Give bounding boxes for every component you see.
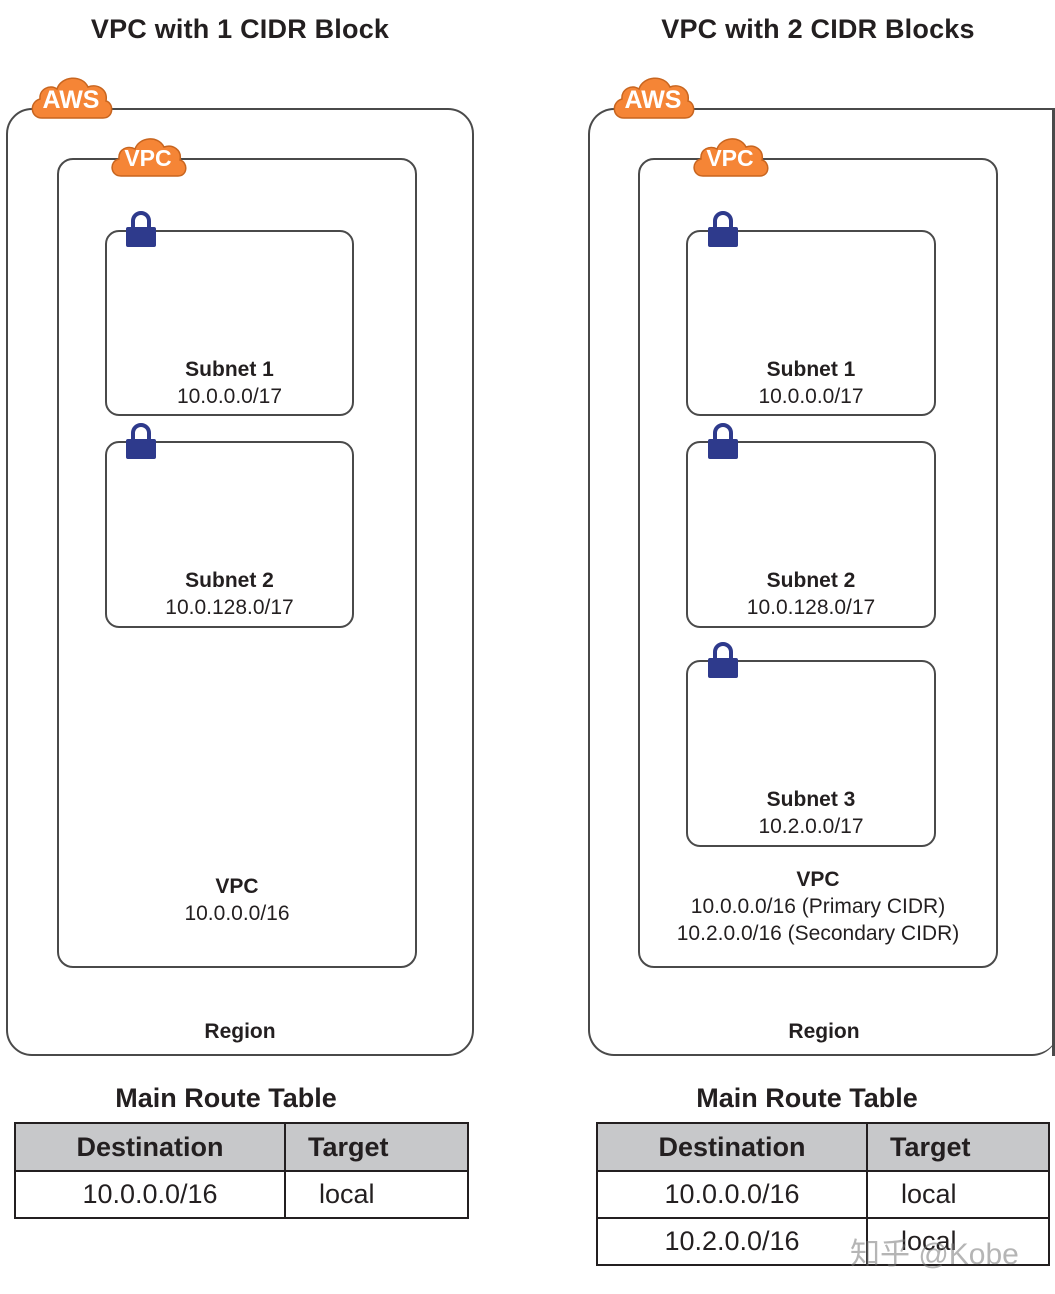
right-vpc-label: VPC — [796, 868, 840, 891]
lock-icon — [708, 642, 738, 678]
column-header: Target — [866, 1122, 1050, 1172]
subnet-cidr: 10.0.0.0/17 — [758, 385, 864, 408]
destination-cell: 10.0.0.0/16 — [14, 1170, 286, 1219]
right-route-table-title: Main Route Table — [696, 1083, 918, 1113]
right-subnet-2: Subnet 2 10.0.128.0/17 — [686, 441, 936, 628]
column-header: Target — [284, 1122, 469, 1172]
left-vpc-cidr: 10.0.0.0/16 — [184, 902, 290, 925]
vpc-badge-label: VPC — [706, 145, 754, 171]
destination-cell: 10.2.0.0/16 — [596, 1217, 868, 1266]
right-region-edge — [1052, 108, 1055, 1056]
subnet-cidr: 10.0.0.0/17 — [176, 385, 283, 408]
cloud-icon — [111, 138, 187, 177]
destination-cell: 10.0.0.0/16 — [596, 1170, 868, 1219]
table-row: 10.2.0.0/16 local — [596, 1217, 1050, 1266]
aws-cloud-badge: AWS — [28, 68, 114, 124]
right-subnet-3: Subnet 3 10.2.0.0/17 — [686, 660, 936, 847]
lock-icon — [708, 423, 738, 459]
subnet-name: Subnet 1 — [185, 358, 274, 381]
right-route-table: Destination Target 10.0.0.0/16 local 10.… — [596, 1122, 1050, 1266]
left-region-label: Region — [204, 1020, 276, 1043]
aws-badge-label: AWS — [42, 86, 100, 114]
vpc-cloud-badge: VPC — [108, 130, 188, 182]
aws-cloud-badge: AWS — [610, 68, 696, 124]
subnet-cidr: 10.0.128.0/17 — [746, 596, 876, 619]
subnet-name: Subnet 2 — [185, 569, 274, 592]
cloud-icon — [613, 77, 695, 119]
lock-icon — [126, 211, 156, 247]
right-subnet-1: Subnet 1 10.0.0.0/17 — [686, 230, 936, 416]
subnet-cidr: 10.0.128.0/17 — [165, 596, 294, 619]
lock-icon — [126, 423, 156, 459]
target-cell: local — [866, 1170, 1050, 1219]
right-vpc-cidr-primary: 10.0.0.0/16 (Primary CIDR) — [690, 895, 946, 918]
subnet-name: Subnet 3 — [766, 788, 856, 811]
target-cell: local — [284, 1170, 469, 1219]
vpc-cloud-badge: VPC — [690, 130, 770, 182]
right-vpc-cidr-secondary: 10.2.0.0/16 (Secondary CIDR) — [676, 922, 960, 945]
watermark: 知乎 @Kobe — [850, 1238, 1019, 1271]
aws-badge-label: AWS — [624, 86, 682, 114]
left-subnet-1: Subnet 1 10.0.0.0/17 — [105, 230, 354, 416]
left-subnet-2: Subnet 2 10.0.128.0/17 — [105, 441, 354, 628]
left-vpc-label: VPC — [215, 875, 259, 898]
column-header: Destination — [14, 1122, 286, 1172]
vpc-badge-label: VPC — [124, 145, 172, 171]
lock-icon — [708, 211, 738, 247]
subnet-name: Subnet 1 — [766, 358, 856, 381]
left-route-table: Destination Target 10.0.0.0/16 local — [14, 1122, 469, 1219]
target-cell: local — [866, 1217, 1050, 1266]
column-header: Destination — [596, 1122, 868, 1172]
left-diagram-title: VPC with 1 CIDR Block — [90, 14, 390, 44]
cloud-icon — [31, 77, 113, 119]
subnet-cidr: 10.2.0.0/17 — [758, 815, 864, 838]
right-region-label: Region — [788, 1020, 860, 1043]
left-route-table-title: Main Route Table — [115, 1083, 337, 1113]
table-row: 10.0.0.0/16 local — [596, 1170, 1050, 1219]
table-row: 10.0.0.0/16 local — [14, 1170, 469, 1219]
right-diagram-title: VPC with 2 CIDR Blocks — [661, 14, 975, 44]
subnet-name: Subnet 2 — [766, 569, 856, 592]
cloud-icon — [693, 138, 769, 177]
